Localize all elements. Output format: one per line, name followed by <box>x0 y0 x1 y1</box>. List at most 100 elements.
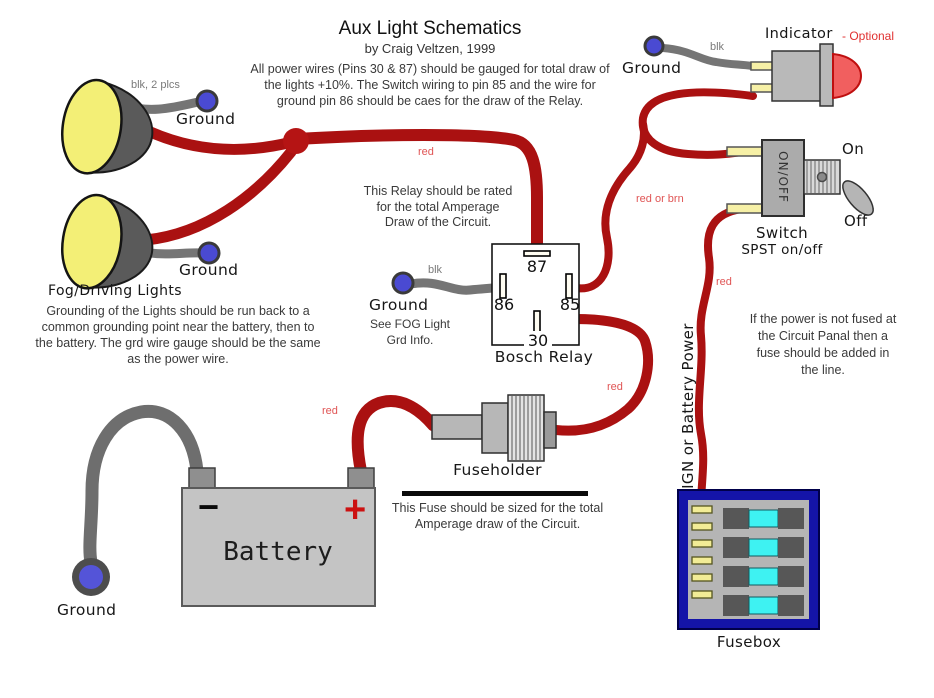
power-note-line: If the power is not fused at <box>749 312 897 326</box>
fog-top-ground-label: Ground <box>176 110 236 128</box>
fuseholder-note-line: Amperage draw of the Circuit. <box>414 517 581 531</box>
fusebox-label: Fusebox <box>716 633 782 651</box>
page-byline: by Craig Veltzen, 1999 <box>364 41 496 56</box>
wire-label-battery-red: red <box>322 405 338 417</box>
relay-ground-note: See FOG Light Grd Info. <box>362 316 458 348</box>
relay-ground-note-line: Grd Info. <box>386 333 434 347</box>
power-fuse-note: If the power is not fused at the Circuit… <box>728 311 918 379</box>
wire-label-relay30-red: red <box>607 381 623 393</box>
indicator-optional-note: - Optional <box>842 29 895 43</box>
switch-pin-bottom <box>726 203 764 214</box>
fog-light-top <box>61 78 154 175</box>
indicator-body <box>771 50 822 102</box>
switch-type-label: SPST on/off <box>741 242 823 258</box>
main-power-wire-to-pin87 <box>290 129 543 256</box>
switch-feed-wire <box>694 205 746 511</box>
fusebox-terminal <box>691 590 713 599</box>
indicator-to-switch-wire <box>638 88 757 159</box>
indicator-bezel <box>819 43 834 107</box>
indicator-wire-note: blk <box>710 41 725 53</box>
indicator-label: Indicator <box>765 26 833 42</box>
fuse <box>723 508 804 529</box>
relay-note-line: This Relay should be rated <box>363 184 513 198</box>
fuseholder-ribbed-cap <box>507 394 545 462</box>
relay-ground-label: Ground <box>369 296 429 314</box>
fusebox-terminal <box>691 573 713 582</box>
fog-light-top-lens <box>61 78 123 175</box>
relay-note-line: Draw of the Circuit. <box>384 215 492 229</box>
fusebox-fuses <box>723 508 804 616</box>
header-note: All power wires (Pins 30 & 87) should be… <box>240 61 620 109</box>
relay-pin87-blade <box>523 250 551 257</box>
battery-positive-wire <box>351 395 439 477</box>
relay-pin87-label: 87 <box>526 257 548 276</box>
battery-minus-sign: − <box>198 486 220 527</box>
relay-label: Bosch Relay <box>494 348 594 366</box>
power-note-line: the line. <box>801 363 845 377</box>
fuseholder-note-line: This Fuse should be sized for the total <box>391 501 604 515</box>
relay-note: This Relay should be rated for the total… <box>358 184 518 231</box>
battery-terminal-positive <box>347 467 375 491</box>
fog-top-power-wire <box>140 124 298 155</box>
relay-ground-note-line: See FOG Light <box>369 317 451 331</box>
fog-light-bottom <box>61 193 154 290</box>
power-note-line: the Circuit Panal then a <box>758 329 888 343</box>
indicator-ground-terminal <box>643 35 665 57</box>
fuseholder-end-cap <box>543 411 557 449</box>
fuse <box>723 595 804 616</box>
fog-bottom-ground-label: Ground <box>179 261 239 279</box>
battery-ground-terminal <box>79 565 103 589</box>
indicator-pin-top <box>750 61 775 71</box>
relay-ground-wire <box>406 278 510 295</box>
fog-bottom-power-wire <box>140 146 297 246</box>
battery-plus-sign: + <box>344 489 367 531</box>
wire-junction <box>283 128 309 154</box>
switch-name-label: Switch <box>756 224 808 242</box>
header-note-line: the lights +10%. The Switch wiring to pi… <box>264 78 596 92</box>
fuseholder-collar <box>481 402 509 454</box>
fusebox-terminal <box>691 556 713 565</box>
relay-pin30-label: 30 <box>524 331 552 350</box>
switch-pin-top <box>726 146 764 157</box>
battery-ground-label: Ground <box>57 601 117 619</box>
indicator-pin-bottom <box>750 83 775 93</box>
battery-body <box>181 487 376 607</box>
fuseholder-ribs <box>511 396 541 460</box>
indicator-lens-dome <box>832 52 863 100</box>
pin85-trigger-wire <box>572 120 648 293</box>
indicator-ground-wire <box>659 44 756 70</box>
switch-shaft-pivot <box>816 171 828 183</box>
wire-label-red-or-brn: red or brn <box>636 193 684 205</box>
switch-on-label: On <box>842 140 865 158</box>
header-note-line: ground pin 86 should be caes for the dra… <box>276 94 584 108</box>
fusebox-terminals <box>691 505 713 599</box>
wire-label-switch-feed: red <box>716 276 732 288</box>
switch-toggle-lever <box>842 180 874 216</box>
relay-pin85-label: 85 <box>559 295 581 314</box>
fuseholder-stem <box>431 414 483 440</box>
switch-body-label: ON/OFF <box>776 151 790 203</box>
relay-ground-terminal <box>391 271 415 295</box>
fog-light-bottom-lens <box>61 193 123 290</box>
relay-pin85-blade <box>565 273 573 299</box>
fuse <box>723 537 804 558</box>
fusebox-terminal <box>691 505 713 514</box>
relay-pin86-blade <box>499 273 507 299</box>
fusebox-terminal <box>691 539 713 548</box>
fuseholder-to-pin30-wire <box>538 314 653 436</box>
battery-ground-wire <box>83 404 204 569</box>
battery-label: Battery <box>223 537 333 567</box>
fog-note-line: common grounding point near the battery,… <box>41 320 315 334</box>
fog-note-line: the battery. The grd wire gauge should b… <box>35 336 321 350</box>
power-note-line: fuse should be added in <box>756 346 890 360</box>
relay-note-line: for the total Amperage <box>376 199 500 214</box>
fuseholder-note: This Fuse should be sized for the total … <box>380 500 615 532</box>
fog-top-ground-terminal <box>195 89 219 113</box>
relay-pin86-label: 86 <box>493 295 515 314</box>
relay-wire-note: blk <box>428 264 443 276</box>
fuse <box>723 566 804 587</box>
fusebox-terminal <box>691 522 713 531</box>
fog-note-line: Grounding of the Lights should be run ba… <box>46 304 310 318</box>
